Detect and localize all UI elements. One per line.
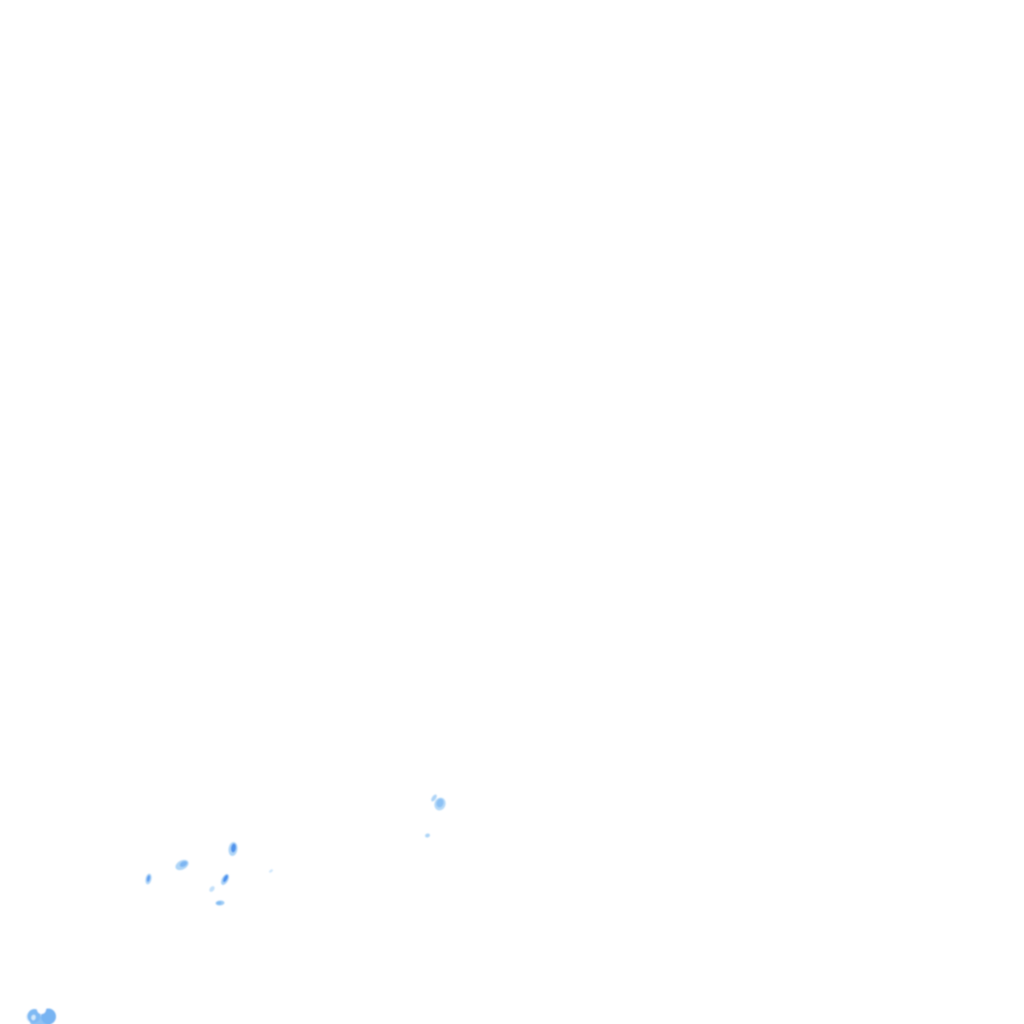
speck-curved-dash-core [223,874,228,883]
speck-comma-core [179,861,188,867]
paint-speck-group [26,794,446,1024]
speck-comet-core [230,843,237,853]
speck-tiny-dash [269,869,273,873]
speck-checkmark-core [436,798,444,808]
speck-vertical-dash-core [146,875,151,882]
corner-blob-top-notch [37,1005,46,1014]
corner-blob-left-highlight [31,1014,36,1021]
speck-checkmark-tail [431,794,437,802]
speck-faint-diagonal [209,886,215,892]
speck-small-dot [425,833,430,838]
speck-horizontal-blob-core [216,901,222,905]
